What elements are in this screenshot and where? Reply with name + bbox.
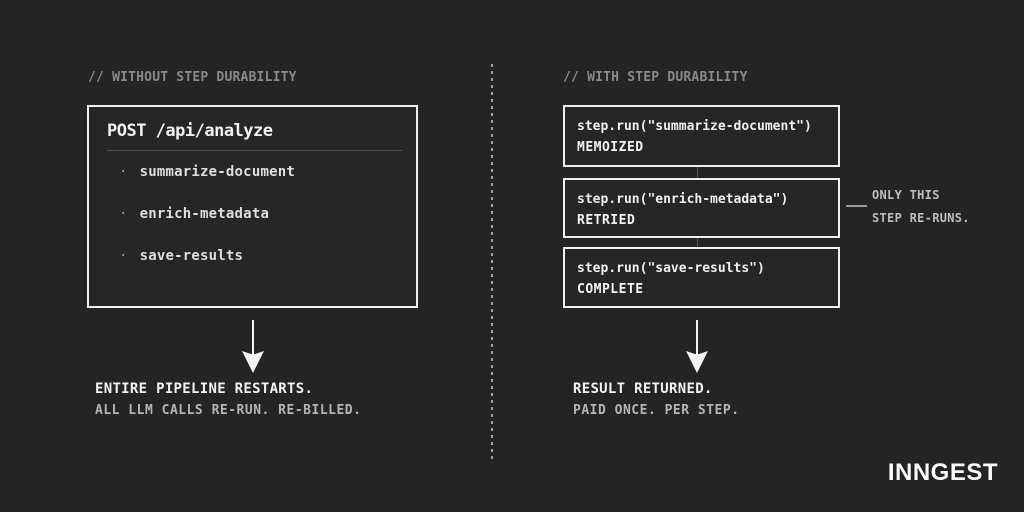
pipeline-item-label: enrich-metadata (139, 206, 270, 222)
down-arrow-icon (242, 320, 264, 373)
step-box-memoized: step.run("summarize-document") MEMOIZED (563, 105, 840, 167)
dotted-divider (491, 64, 493, 462)
pipeline-item: · save-results (119, 248, 243, 264)
left-result-primary: ENTIRE PIPELINE RESTARTS. (95, 381, 314, 397)
left-result-secondary: ALL LLM CALLS RE-RUN. RE-BILLED. (95, 403, 362, 418)
right-result-primary: RESULT RETURNED. (573, 381, 713, 397)
step-box-complete: step.run("save-results") COMPLETE (563, 247, 840, 308)
step-code: step.run("save-results") (577, 261, 765, 276)
bullet-icon: · (119, 164, 128, 180)
step-connector (697, 238, 698, 247)
right-section-header: // WITH STEP DURABILITY (563, 70, 748, 85)
step-status: COMPLETE (577, 282, 644, 297)
pipeline-item: · summarize-document (119, 164, 295, 180)
down-arrow-icon (686, 320, 708, 373)
inngest-logo: INNGEST (887, 458, 998, 487)
bullet-icon: · (119, 248, 128, 264)
pipeline-item-label: save-results (139, 248, 244, 264)
annotation-text-line1: ONLY THIS (872, 188, 940, 202)
step-code: step.run("enrich-metadata") (577, 192, 789, 207)
bullet-icon: · (119, 206, 128, 222)
pipeline-item-label: summarize-document (139, 164, 295, 180)
step-box-retried: step.run("enrich-metadata") RETRIED (563, 178, 840, 238)
annotation-connector-line (846, 205, 867, 207)
step-code: step.run("summarize-document") (577, 119, 812, 134)
left-section-header: // WITHOUT STEP DURABILITY (88, 70, 297, 85)
step-connector (697, 167, 698, 178)
pipeline-title-divider (107, 150, 402, 151)
annotation-text-line2: STEP RE-RUNS. (872, 211, 970, 225)
step-status: MEMOIZED (577, 140, 644, 155)
step-status: RETRIED (577, 213, 636, 228)
pipeline-item: · enrich-metadata (119, 206, 269, 222)
pipeline-title: POST /api/analyze (107, 121, 273, 141)
right-result-secondary: PAID ONCE. PER STEP. (573, 403, 740, 418)
pipeline-box: POST /api/analyze · summarize-document · e… (87, 105, 418, 308)
